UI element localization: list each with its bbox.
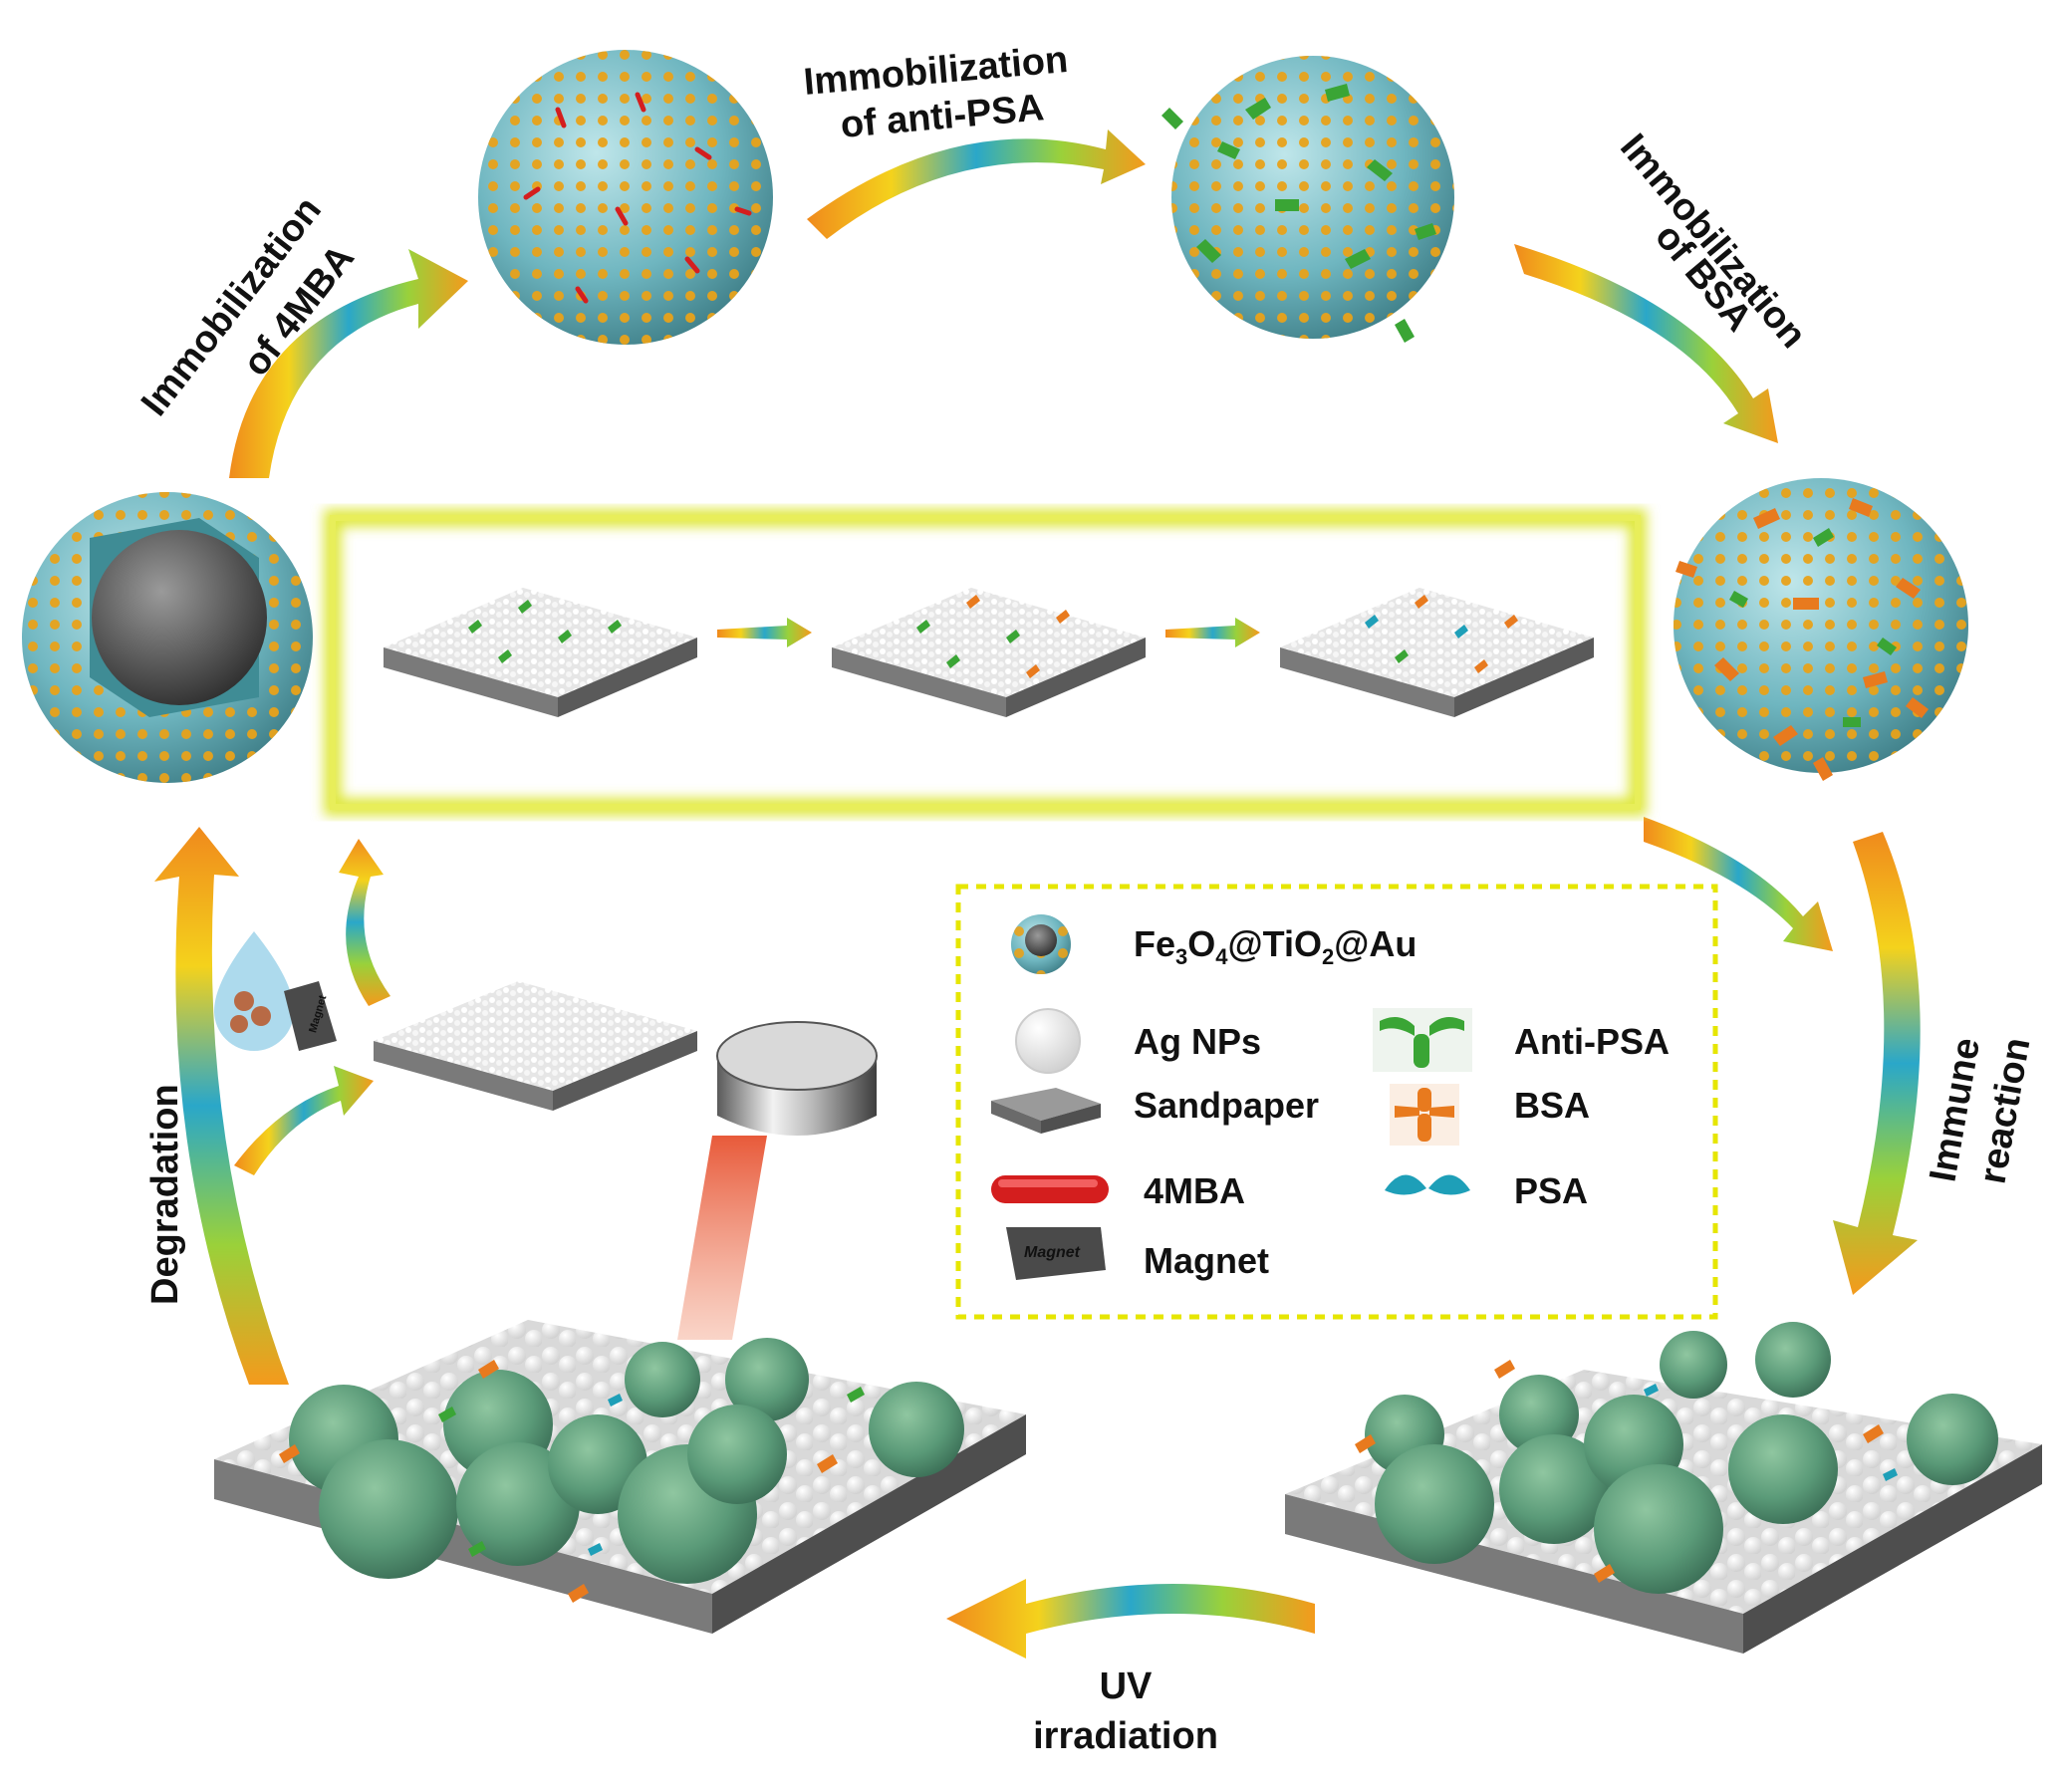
label-uv-2: irradiation: [1033, 1715, 1218, 1757]
bottom-right-plate: [1285, 1322, 2042, 1654]
arrow-box-1: [717, 618, 812, 647]
label-degradation: Degradation: [144, 1084, 186, 1305]
uv-beam: [677, 1136, 767, 1340]
legend-psa-label: PSA: [1514, 1170, 1588, 1211]
arrow-immune: [1833, 832, 1921, 1295]
process-box: [324, 509, 1647, 816]
legend-magnet-icon-text: Magnet: [1024, 1244, 1081, 1261]
arrow-uv: [946, 1579, 1315, 1659]
legend-ag-nps-label: Ag NPs: [1134, 1021, 1261, 1062]
sphere-anti-psa: [1161, 56, 1454, 343]
arrow-immob-bsa: [1514, 244, 1778, 443]
arrow-to-sandpaper: [234, 1066, 374, 1175]
arrow-degradation: [154, 827, 289, 1385]
legend-anti-psa-icon: [1373, 1008, 1472, 1072]
plate-step-3: [1280, 588, 1594, 717]
label-uv-1: UV: [1100, 1665, 1153, 1707]
sphere-bsa: [1674, 478, 1968, 781]
legend-ag-nps-icon: [1015, 1008, 1081, 1074]
bound-nanoparticles-right: [1365, 1322, 1998, 1594]
arrow-box-to-immune: [1644, 817, 1833, 951]
bottom-left-plate: [214, 1320, 1026, 1634]
legend-bsa-label: BSA: [1514, 1085, 1590, 1126]
bound-nanoparticles: [289, 1338, 964, 1584]
legend: Fe3O4@TiO2@Au Ag NPs Sandpaper 4MBA Magn…: [955, 884, 1718, 1320]
uv-lamp: [677, 1021, 878, 1340]
legend-core-shell-label: Fe3O4@TiO2@Au: [1134, 923, 1417, 969]
legend-bsa-icon: [1390, 1084, 1459, 1146]
legend-magnet-label: Magnet: [1144, 1240, 1269, 1281]
legend-core-shell-icon: [1011, 914, 1071, 974]
legend-4mba-icon: [991, 1175, 1109, 1203]
arrow-to-box: [339, 839, 390, 1006]
mba-molecules: [523, 92, 752, 304]
arrow-immob-anti-psa: [807, 129, 1146, 239]
legend-psa-icon: [1385, 1174, 1470, 1195]
legend-sandpaper-icon: [991, 1088, 1101, 1134]
droplet-with-magnet: Magnet: [214, 931, 337, 1051]
legend-anti-psa-label: Anti-PSA: [1514, 1021, 1670, 1062]
sandpaper-plain: [374, 981, 697, 1111]
legend-magnet-icon: Magnet: [1006, 1227, 1106, 1280]
arrow-box-2: [1165, 618, 1260, 647]
plate-step-1: [384, 588, 697, 717]
legend-sandpaper-label: Sandpaper: [1134, 1085, 1319, 1126]
plate-step-2: [832, 588, 1146, 717]
arrow-immob-4mba: [229, 249, 468, 478]
legend-4mba-label: 4MBA: [1144, 1170, 1245, 1211]
core-shell-particle: [22, 492, 313, 783]
sphere-4mba: [478, 50, 773, 345]
